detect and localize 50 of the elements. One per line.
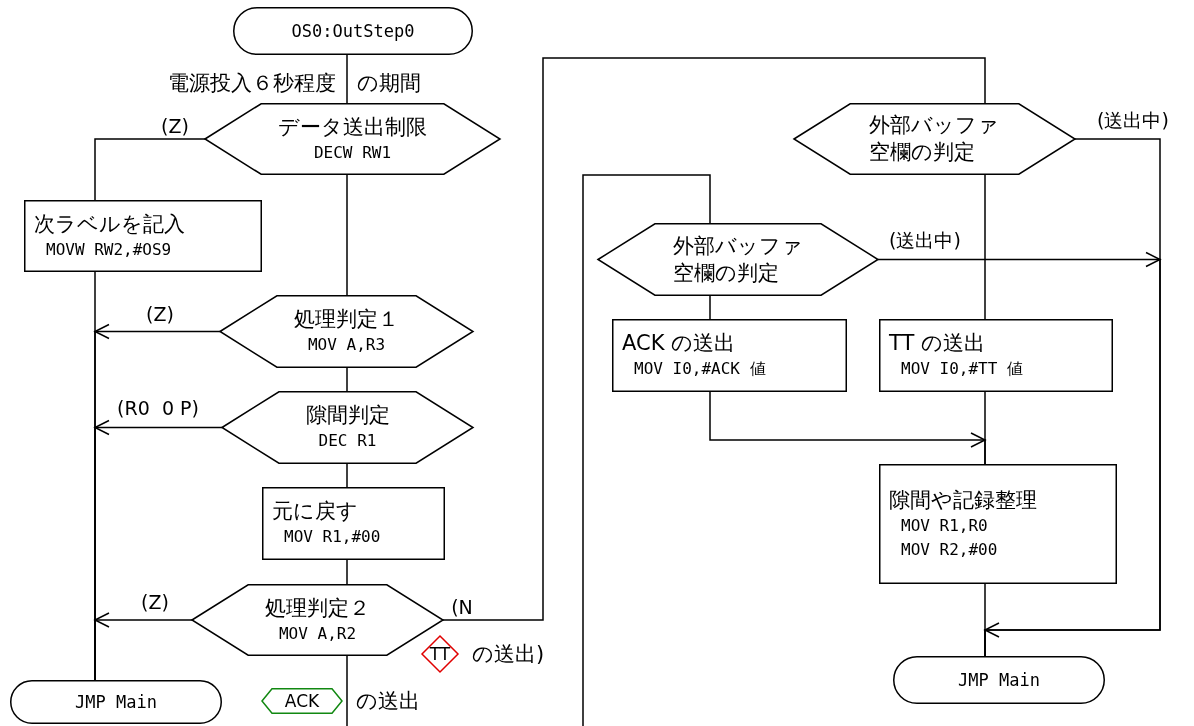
process-box — [612, 319, 847, 392]
step-label: 隙間判定 — [305, 402, 390, 429]
edge-label: (Z) — [160, 115, 190, 137]
terminal-shape — [233, 7, 473, 55]
step-label: データ送出制限 — [278, 113, 427, 141]
decision-hexagon — [598, 223, 878, 296]
edge-label: (R0 0 P) — [116, 397, 200, 419]
code-line: MOV I0,#ACK 値 — [634, 358, 766, 380]
decision-hexagon — [205, 103, 500, 175]
step-label: 処理判定１ — [294, 306, 399, 333]
terminal-label: JMP Main — [75, 691, 157, 714]
edge-label: (N — [450, 596, 474, 618]
annotation-text: の送出 — [356, 688, 420, 715]
step-label: 次ラベルを記入 — [34, 210, 185, 238]
step-label: 隙間や記録整理 — [889, 486, 1037, 514]
step-label: TT の送出 — [889, 330, 985, 357]
process-box — [24, 200, 262, 272]
code-line: MOV R1,#00 — [284, 526, 381, 548]
edge-label: (Z) — [140, 591, 170, 613]
terminal-shape — [893, 656, 1105, 704]
decision-hexagon — [222, 391, 473, 464]
process-box — [879, 464, 1117, 584]
terminal-label: OS0:OutStep0 — [291, 20, 415, 43]
code-line: MOVW RW2,#OS9 — [46, 238, 172, 261]
code-line: MOV A,R3 — [307, 334, 386, 356]
code-line: MOV A,R2 — [278, 622, 357, 645]
process-box — [262, 487, 445, 560]
code-line: MOV I0,#TT 値 — [901, 358, 1023, 380]
annotation-text: の送出) — [472, 641, 545, 668]
code-line: DEC R1 — [318, 430, 377, 452]
edge-label: (送出中) — [1096, 109, 1170, 131]
terminal-label: JMP Main — [958, 669, 1040, 692]
edge-label: (送出中) — [888, 229, 962, 251]
marker-label: TT — [429, 644, 451, 664]
step-label: 外部バッファ空欄の判定 — [672, 232, 804, 287]
code-line: DECW RW1 — [313, 141, 392, 164]
process-box — [879, 319, 1113, 392]
note-text: の期間 — [356, 69, 422, 97]
step-label: 元に戻す — [272, 498, 358, 525]
marker-label: ACK — [284, 691, 320, 711]
decision-hexagon — [794, 103, 1075, 175]
edge-label: (Z) — [145, 303, 175, 325]
terminal-shape — [10, 680, 222, 724]
step-label: 処理判定２ — [265, 594, 370, 622]
decision-hexagon — [220, 295, 473, 368]
step-label: ACK の送出 — [622, 330, 736, 357]
code-line: MOV R1,R0 — [901, 514, 988, 537]
step-label: 外部バッファ空欄の判定 — [869, 112, 1000, 166]
note-text: 電源投入６秒程度 — [167, 69, 337, 97]
code-line: MOV R2,#00 — [901, 538, 998, 561]
